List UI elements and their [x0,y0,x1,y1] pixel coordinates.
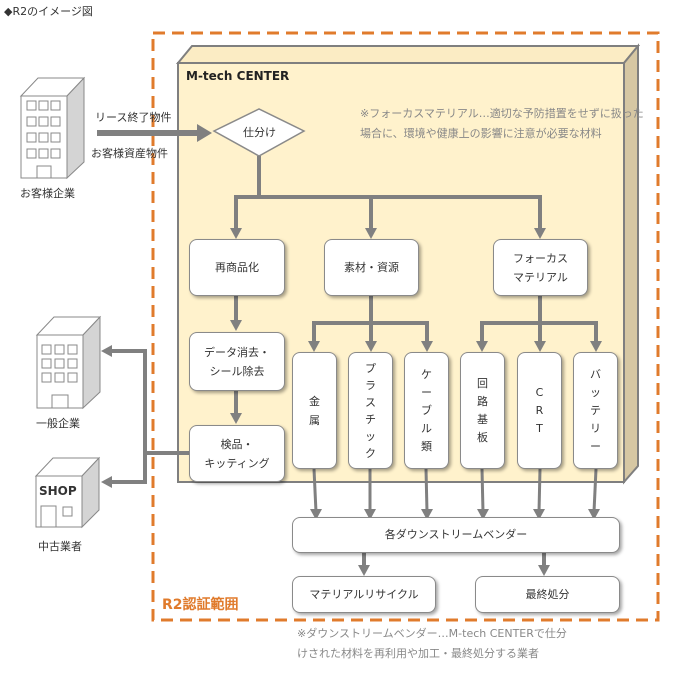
materials-label: 素材・資源 [344,260,399,274]
used-dealer-label: 中古業者 [38,540,82,553]
char: 路 [477,394,488,408]
vendor-output-arrowheads [358,565,550,576]
arrowhead-to-data-erase [230,320,242,331]
char: 板 [477,430,488,444]
char: ス [365,395,376,409]
char: 金 [309,394,320,408]
char: ー [590,439,601,453]
shop-building-icon [34,456,101,529]
char: 属 [309,413,320,427]
arrowhead-to-general-company [101,345,112,357]
material-item-plastic: プ ラ ス チ ッ ク [348,352,393,469]
r2-scope-border [151,31,660,622]
arrowhead-to-inspect [230,413,242,424]
vendor-output-connectors [362,553,546,568]
arrowhead-to-shop [101,476,112,488]
arrow-label-lease-end: リース終了物件 [95,111,172,124]
sort-branch-connectors [234,156,542,232]
data-erase-line1: データ消去・ [204,345,270,359]
focus-item-circuit-board: 回 路 基 板 [460,352,505,469]
char: ブ [421,403,432,417]
focus-label-line2: マテリアル [513,270,568,284]
focus-material-box: フォーカス マテリアル [493,239,588,296]
char: 基 [477,412,488,426]
char: プ [365,361,376,375]
general-company-label: 一般企業 [36,417,80,430]
char: 回 [477,376,488,390]
general-company-building-icon [35,315,102,410]
center-top-face [175,45,641,64]
r2-scope-label: R2認証範囲 [162,597,239,613]
focus-item-battery: バ ッ テ リ ー [573,352,618,469]
char: ッ [365,429,376,443]
arrow-label-client-assets: お客様資産物件 [91,147,168,160]
material-item-metal: 金 属 [292,352,337,469]
destination-connectors [110,349,190,484]
char: ケ [421,367,432,381]
downstream-note-line1: ※ダウンストリームベンダー…M-tech CENTERで仕分 [297,627,567,640]
focus-label-line1: フォーカス [513,251,568,265]
char: チ [365,412,376,426]
sort-diamond [212,108,306,157]
focus-material-note-line2: 場合に、環境や健康上の影響に注意が必要な材料 [360,127,602,140]
char: T [536,421,543,435]
char: ク [365,446,376,460]
material-recycle-label: マテリアルリサイクル [309,587,419,601]
char: ル [421,421,432,435]
char: ー [421,385,432,399]
char: ラ [365,378,376,392]
inspect-kitting-box: 検品・ キッティング [189,425,285,482]
downstream-note-line2: けされた材料を再利用や加工・最終処分する業者 [297,647,539,660]
final-disposal-box: 最終処分 [475,576,620,613]
diagram-title: ◆R2のイメージ図 [4,5,93,18]
mtech-center-label: M-tech CENTER [186,69,290,83]
vendor-arrowheads [310,509,600,520]
char: 類 [421,439,432,453]
sort-node-label: 仕分け [243,126,276,139]
char: バ [590,367,601,381]
char: C [535,385,544,399]
data-erase-line2: シール除去 [209,364,265,378]
char: リ [590,421,601,435]
remarket-label: 再商品化 [215,260,259,274]
client-building-icon [19,76,86,180]
materials-box: 素材・資源 [324,239,419,296]
downstream-vendor-label: 各ダウンストリームベンダー [384,528,528,541]
focus-item-crt: C R T [517,352,562,469]
downstream-vendor-box: 各ダウンストリームベンダー [292,517,620,553]
arrowhead-client-to-sort [197,124,212,142]
focus-material-note-line1: ※フォーカスマテリアル…適切な予防措置をせずに扱った [360,107,644,120]
materials-arrowheads [308,341,433,352]
inspect-line2: キッティング [204,456,270,470]
char: R [535,403,544,417]
shop-sign: SHOP [39,484,77,498]
sort-branch-arrowheads [230,228,546,239]
material-item-cables: ケ ー ブ ル 類 [404,352,449,469]
char: テ [590,403,601,417]
inspect-line1: 検品・ [220,437,254,451]
remarket-box: 再商品化 [189,239,285,296]
client-company-label: お客様企業 [20,187,75,200]
material-recycle-box: マテリアルリサイクル [292,576,436,613]
final-disposal-label: 最終処分 [525,587,570,601]
focus-arrowheads [476,341,602,352]
data-erase-box: データ消去・ シール除去 [189,332,285,391]
items-to-vendor-connectors [312,468,598,513]
char: ッ [590,385,601,399]
